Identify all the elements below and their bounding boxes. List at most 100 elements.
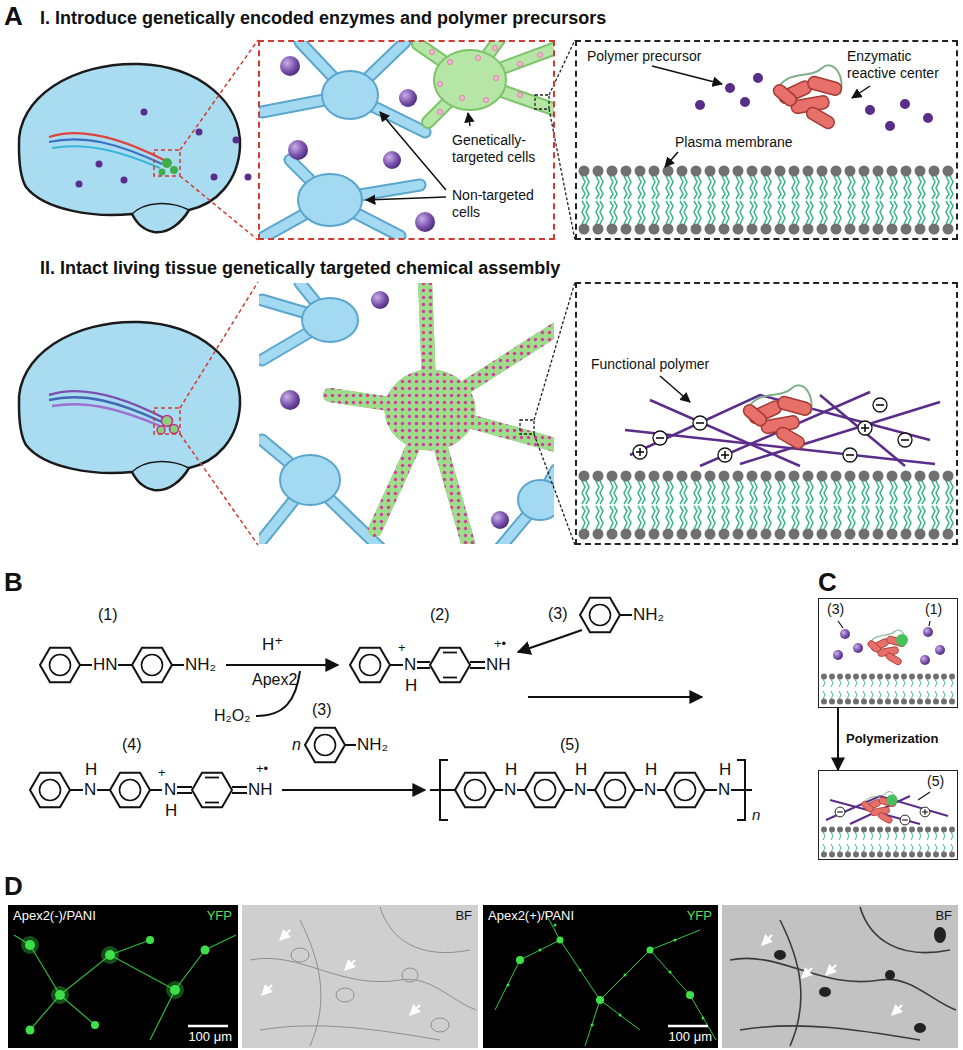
compound-number: (4) <box>122 735 142 755</box>
micrograph <box>819 987 831 997</box>
connector-arrow <box>837 708 839 770</box>
figure-illustration <box>520 420 534 434</box>
polymerization-scheme <box>835 807 845 817</box>
figure-illustration <box>549 40 575 95</box>
micrograph <box>722 905 958 1048</box>
chemical-structures <box>110 773 150 808</box>
brain-illustration <box>211 174 218 181</box>
chemical-structures <box>226 664 338 666</box>
chemical-structures <box>192 773 232 808</box>
neuron-illustration <box>262 42 425 238</box>
membrane-illustration <box>652 66 722 84</box>
figure-illustration <box>154 408 180 434</box>
micrograph <box>826 965 836 975</box>
compound-number: (3) <box>312 700 332 720</box>
neuron-illustration <box>429 45 542 114</box>
polymerization-scheme <box>918 792 930 800</box>
brain-illustration <box>19 322 240 490</box>
brain-illustration <box>162 416 173 427</box>
atom-label: NH <box>248 779 273 800</box>
micrograph <box>201 946 210 955</box>
neuron-illustration <box>298 174 362 226</box>
micrograph <box>336 988 354 1002</box>
neuron-illustration <box>280 455 340 505</box>
chemical-structures <box>518 630 582 652</box>
chemical-structures <box>731 789 752 791</box>
neuron-illustration <box>262 283 554 544</box>
neuron-illustration <box>418 41 554 122</box>
polymerization-scheme <box>861 792 897 825</box>
polymer-illustration <box>843 448 857 462</box>
compound-number: (2) <box>430 605 450 625</box>
neuron-illustration <box>280 56 435 232</box>
polymerization-scheme <box>929 621 930 626</box>
chemical-structures <box>30 598 752 820</box>
polymerization-scheme <box>896 634 908 646</box>
neuron-illustration <box>399 89 417 107</box>
figure-illustration <box>468 113 470 126</box>
chemical-structures <box>470 661 485 663</box>
chemical-structures <box>580 598 620 633</box>
polymer-illustration <box>660 376 690 402</box>
atom-label: H <box>165 800 177 821</box>
neuron-illustration <box>302 298 358 342</box>
micrograph <box>647 947 654 954</box>
micrograph <box>26 1026 35 1035</box>
micrograph <box>686 991 694 999</box>
micrograph <box>674 939 677 942</box>
brain-illustration <box>19 64 252 232</box>
polymer-illustration <box>740 402 940 464</box>
neuron-illustration <box>429 49 434 54</box>
brain-illustration <box>49 391 164 418</box>
atom-label: N <box>718 779 730 800</box>
atom-label: H <box>575 759 587 780</box>
chemical-structures <box>620 614 632 616</box>
image-panel: BF <box>242 905 478 1048</box>
polymerization-scheme <box>826 796 948 820</box>
neuron-illustration <box>418 41 554 122</box>
micrograph <box>554 924 557 927</box>
node-text: Polymer precursor <box>587 48 701 65</box>
polymerization-scheme <box>838 621 843 628</box>
polymer-illustration <box>577 470 956 540</box>
compound-number: (3) <box>548 604 568 624</box>
atom-label: N <box>574 779 586 800</box>
chemical-structures <box>70 789 83 791</box>
node-text: Non-targeted cells <box>452 187 552 221</box>
neuron-illustration <box>262 42 425 238</box>
micrograph <box>507 924 705 1027</box>
polymer-illustration <box>741 385 813 450</box>
scheme-box: (3)(1) <box>818 598 958 708</box>
polymer-illustration <box>625 430 935 464</box>
micrograph <box>105 950 115 960</box>
figure-illustration <box>535 95 549 109</box>
micrograph <box>166 981 184 999</box>
neuron-illustration <box>330 283 554 544</box>
micrograph <box>762 935 772 945</box>
brain-illustration <box>121 177 128 184</box>
neuron-illustration <box>447 59 452 64</box>
chemical-structures <box>30 773 70 808</box>
micrograph <box>345 960 355 970</box>
brain-illustration <box>49 397 162 422</box>
row-heading: I. Introduce genetically encoded enzymes… <box>40 7 606 30</box>
polymer-illustration <box>858 421 872 435</box>
micrograph <box>516 956 524 964</box>
neuron-illustration <box>280 56 300 76</box>
micrograph <box>591 1024 594 1027</box>
polymerization-scheme <box>833 650 843 660</box>
neuron-illustration <box>537 52 542 57</box>
micrograph <box>914 1023 926 1033</box>
figure-illustration <box>534 434 575 545</box>
micrograph <box>668 1025 708 1028</box>
node-text: Apex2(+)/PANI <box>488 908 574 924</box>
micrograph <box>402 968 418 982</box>
polymerization-scheme <box>820 673 956 705</box>
brain-illustration <box>49 139 162 164</box>
polymerization-scheme <box>850 796 910 824</box>
membrane-illustration <box>900 99 910 109</box>
brain-illustration <box>196 129 203 136</box>
panel-letter: B <box>4 566 23 599</box>
membrane-illustration <box>852 86 870 98</box>
micrograph <box>579 969 582 972</box>
